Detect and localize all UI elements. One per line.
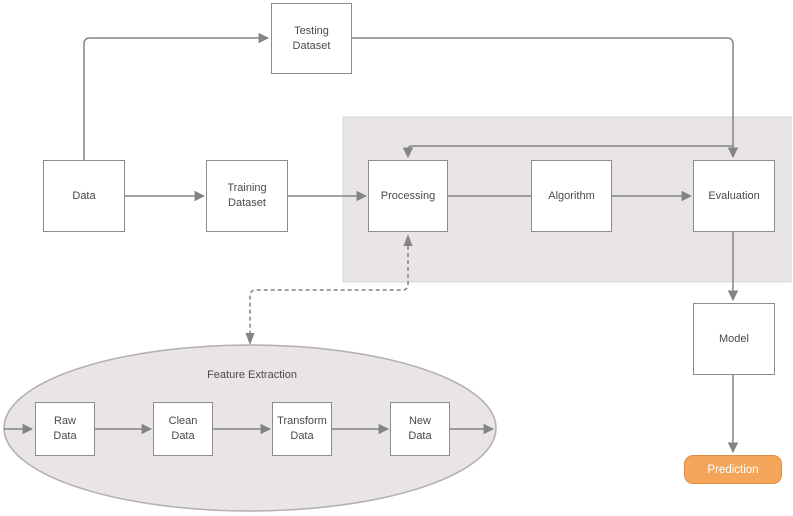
node-processing: Processing	[368, 160, 448, 232]
node-data: Data	[43, 160, 125, 232]
node-evaluation: Evaluation	[693, 160, 775, 232]
node-training-dataset: Training Dataset	[206, 160, 288, 232]
node-clean-data: Clean Data	[153, 402, 213, 456]
node-algorithm-label: Algorithm	[548, 189, 595, 202]
node-algorithm: Algorithm	[531, 160, 612, 232]
node-training-label-line1: Training	[227, 182, 267, 194]
node-transform-data: Transform Data	[272, 402, 332, 456]
connector-feature-extraction-dashed	[249, 246, 409, 333]
connector-data-to-testing	[83, 32, 270, 160]
node-raw-label-line2: Data	[53, 430, 77, 442]
node-raw-data: Raw Data	[35, 402, 95, 456]
arrowhead-into-processing	[403, 234, 413, 246]
node-testing-dataset: Testing Dataset	[271, 3, 352, 74]
node-model: Model	[693, 303, 775, 375]
connector-branch-to-processing	[402, 145, 733, 159]
node-prediction-label: Prediction	[707, 463, 759, 476]
node-model-label: Model	[719, 332, 749, 345]
node-evaluation-label: Evaluation	[708, 189, 760, 202]
node-new-data: New Data	[390, 402, 450, 456]
node-data-label: Data	[72, 189, 96, 202]
node-prediction: Prediction	[684, 455, 782, 484]
feature-extraction-label: Feature Extraction	[207, 369, 297, 381]
node-testing-label-line2: Dataset	[292, 39, 331, 52]
node-training-label-line2: Dataset	[228, 197, 266, 209]
node-new-label-line2: Data	[408, 430, 432, 442]
node-testing-label-line1: Testing	[294, 24, 329, 37]
node-processing-label: Processing	[380, 189, 436, 202]
node-clean-label-line1: Clean	[168, 415, 198, 427]
arrowhead-into-ellipse	[245, 333, 255, 345]
node-transform-label-line1: Transform	[277, 415, 327, 427]
node-raw-label-line1: Raw	[53, 415, 76, 427]
node-new-label-line1: New	[408, 415, 431, 427]
node-clean-label-line2: Data	[171, 430, 195, 442]
node-transform-label-line2: Data	[290, 430, 314, 442]
connector-testing-to-evaluation	[352, 37, 739, 159]
